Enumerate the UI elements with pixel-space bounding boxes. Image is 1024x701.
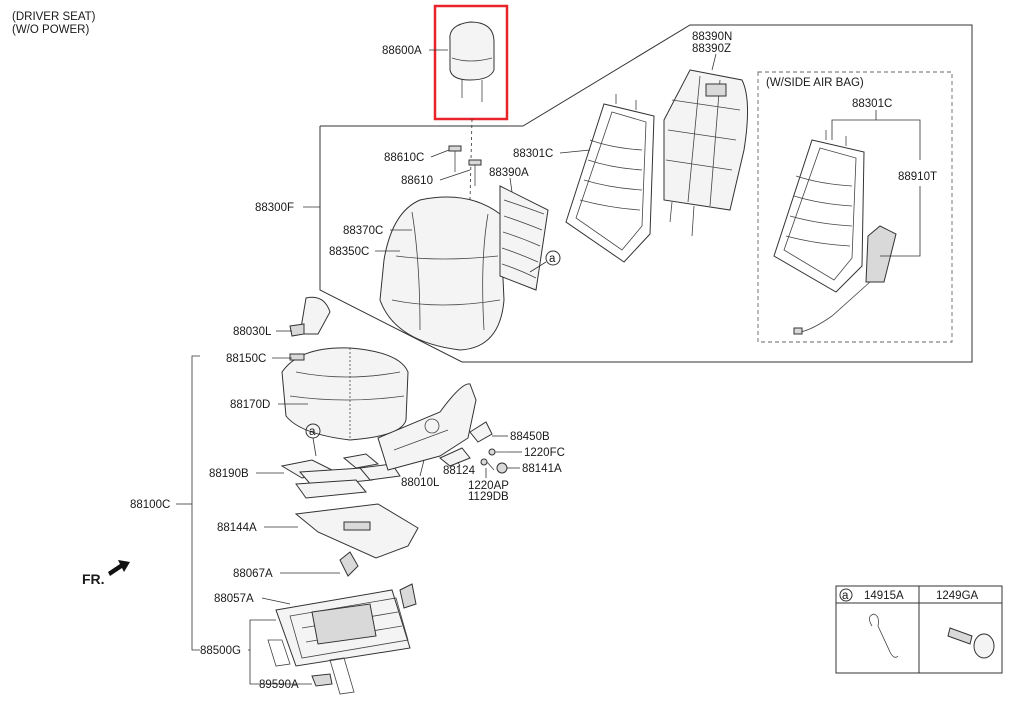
callout-88067A: 88067A bbox=[233, 568, 273, 580]
callout-88610: 88610 bbox=[401, 175, 433, 187]
direction-label: FR. bbox=[82, 571, 105, 587]
bracket-88067A-icon bbox=[339, 551, 359, 577]
ref-marker-a1-circle bbox=[545, 250, 561, 266]
seat-track-icon bbox=[267, 583, 417, 695]
side-airbag-frame-icon bbox=[773, 130, 897, 335]
headrest-highlight-box[interactable] bbox=[433, 4, 509, 121]
callout-88030L: 88030L bbox=[233, 326, 272, 338]
callout-88150C: 88150C bbox=[226, 353, 266, 365]
callout-88144A: 88144A bbox=[217, 522, 257, 534]
clip-14915A-icon bbox=[869, 613, 899, 658]
callout-88100C: 88100C bbox=[130, 499, 170, 511]
cap-icon bbox=[496, 462, 508, 474]
back-frame-icon bbox=[565, 94, 655, 263]
callout-1129DB: 1129DB bbox=[468, 491, 509, 503]
header-line1: (DRIVER SEAT) bbox=[12, 11, 96, 23]
callout-88610C: 88610C bbox=[384, 152, 424, 164]
callout-88170D: 88170D bbox=[230, 399, 270, 411]
callout-88010L: 88010L bbox=[401, 477, 440, 489]
back-support-icon bbox=[499, 185, 549, 291]
callout-88910T: 88910T bbox=[898, 171, 937, 183]
legend-marker: a bbox=[842, 590, 849, 602]
knob-icon bbox=[469, 421, 493, 443]
side-airbag-box bbox=[757, 71, 953, 343]
headrest-icon[interactable] bbox=[449, 21, 495, 102]
back-assembly-frame bbox=[319, 24, 973, 363]
callout-89590A: 89590A bbox=[259, 679, 299, 691]
ref-marker-a1: a bbox=[549, 253, 556, 265]
side-shield-icon bbox=[377, 383, 477, 471]
callout-88390Z: 88390Z bbox=[692, 43, 731, 55]
legend-col2: 1249GA bbox=[936, 590, 979, 602]
callout-88300F: 88300F bbox=[255, 202, 294, 214]
callout-88190B: 88190B bbox=[209, 468, 249, 480]
side-airbag-title: (W/SIDE AIR BAG) bbox=[766, 77, 864, 89]
callout-88301C-airbag: 88301C bbox=[852, 98, 892, 110]
callout-1220AP: 1220AP bbox=[468, 480, 509, 492]
callout-88390A: 88390A bbox=[489, 167, 529, 179]
legend-col1: 14915A bbox=[864, 590, 904, 602]
callout-88500G: 88500G bbox=[200, 645, 241, 657]
callout-88370C: 88370C bbox=[343, 225, 383, 237]
screw-1249GA-icon bbox=[947, 627, 995, 659]
front-arrow-icon bbox=[108, 560, 130, 576]
heater-mat-icon bbox=[294, 503, 419, 559]
callout-88057A: 88057A bbox=[214, 593, 254, 605]
callout-88141A: 88141A bbox=[522, 463, 562, 475]
callout-1220FC: 1220FC bbox=[524, 447, 565, 459]
ref-marker-a2: a bbox=[309, 426, 316, 438]
callout-88124: 88124 bbox=[443, 465, 476, 477]
cushion-spring-icon bbox=[280, 453, 401, 499]
header-line2: (W/O POWER) bbox=[12, 24, 89, 36]
screw-1220FC-icon bbox=[488, 448, 508, 456]
callout-88600A: 88600A bbox=[382, 45, 422, 57]
callout-88350C: 88350C bbox=[329, 246, 369, 258]
headrest-guide-icon bbox=[448, 145, 482, 186]
parts-legend-table bbox=[835, 585, 1003, 674]
screw-1220AP-icon bbox=[480, 458, 495, 471]
cover-88030L-icon bbox=[289, 296, 331, 337]
callout-88301C: 88301C bbox=[513, 148, 553, 160]
cushion-bracket bbox=[191, 355, 200, 651]
callout-88390N: 88390N bbox=[692, 31, 732, 43]
back-board-icon bbox=[663, 69, 749, 237]
seat-back-cover-icon bbox=[379, 196, 505, 351]
callout-88450B: 88450B bbox=[510, 431, 550, 443]
cushion-cover-icon bbox=[281, 347, 409, 441]
lever-icon bbox=[439, 447, 471, 467]
